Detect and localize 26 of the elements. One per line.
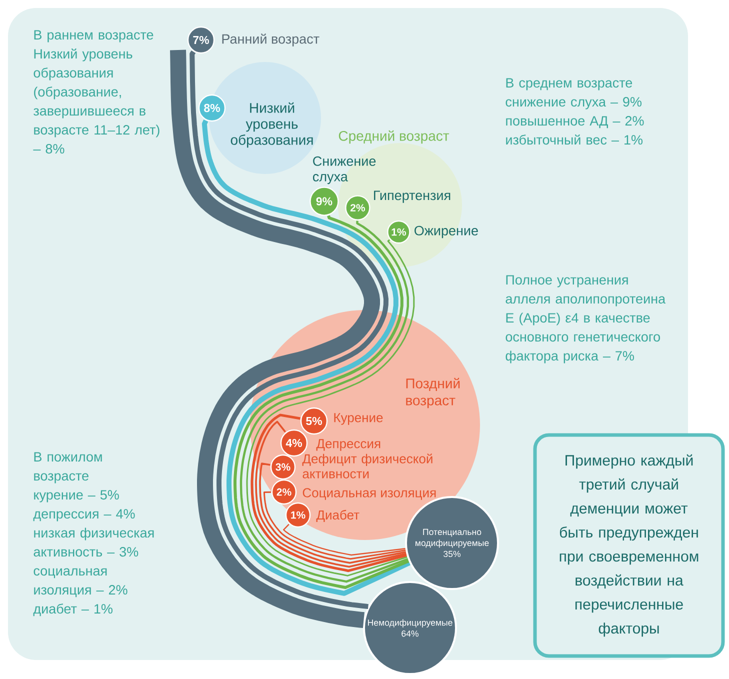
note-text: В раннем возрасте — [34, 30, 154, 42]
factor-label: Депрессия — [316, 439, 380, 451]
note-text: депрессия – 4% — [33, 509, 135, 522]
stream-line — [190, 51, 388, 609]
factor-label: Ранний возраст — [222, 34, 320, 46]
note-text: повышенное АД – 2% — [506, 116, 644, 128]
stream-line — [259, 462, 406, 564]
note-text: В среднем возрасте — [506, 78, 632, 90]
zone-heading: Средний возраст — [338, 130, 450, 144]
factor-label: Низкий уровень образования — [230, 102, 313, 148]
stream-line — [202, 120, 410, 596]
stream-line — [283, 524, 406, 556]
note-text: снижение слуха – 9% — [506, 97, 642, 110]
factor-label: Диабет — [316, 510, 360, 522]
note-text: курение – 5% — [34, 490, 119, 502]
note-text: Полное устранения аллеля аполипопротеина E (ApoE) ε4 в качестве основного генетического фактора риска – 7% — [506, 275, 666, 364]
factor-label: Курение — [334, 413, 383, 425]
factor-label: Снижение слуха — [312, 156, 376, 184]
note-text: диабет – 1% — [33, 604, 112, 616]
note-text: избыточный вес – 1% — [506, 134, 642, 145]
factor-label: Гипертензия — [374, 190, 450, 203]
factor-label: Ожирение — [414, 226, 478, 238]
stream-line — [263, 491, 406, 560]
zone-heading: Поздний возраст — [406, 378, 460, 408]
callout-box: Примерно каждый третий случай деменции может быть предупрежден при своевременном воздействии на перечисленные факторы — [533, 433, 725, 658]
note-text: Низкий уровень образования (образование, завершившееся в возрасте 11–12 лет) – 8% — [33, 48, 160, 154]
